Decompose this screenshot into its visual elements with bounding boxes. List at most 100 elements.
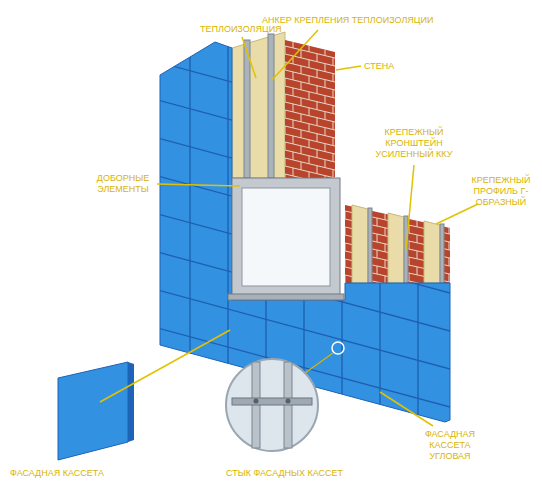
mortar	[285, 30, 335, 42]
mortar	[317, 150, 318, 158]
mortar	[409, 273, 410, 281]
mortar	[293, 136, 294, 144]
part-label: СТЫК ФАСАДНЫХ КАССЕТ	[226, 468, 343, 479]
leader-line	[272, 30, 318, 80]
window-sill	[228, 294, 344, 300]
mortar	[345, 195, 346, 203]
mortar	[333, 122, 334, 130]
mortar	[333, 42, 334, 50]
mortar	[393, 206, 394, 214]
mortar	[301, 50, 302, 58]
cassette	[58, 362, 128, 460]
mortar	[301, 162, 302, 170]
part-label: КРЕПЕЖНЫЙ КРОНШТЕЙН УСИЛЕННЫЙ ККУ	[366, 127, 462, 160]
mortar	[325, 160, 326, 168]
mortar	[385, 212, 386, 220]
mortar	[301, 34, 302, 42]
part-label: КРЕПЕЖНЫЙ ПРОФИЛЬ Г- ОБРАЗНЫЙ	[466, 175, 536, 208]
grid-line	[379, 20, 380, 440]
mortar	[293, 168, 294, 176]
mortar	[449, 258, 450, 266]
grid-line	[150, 288, 460, 372]
leader-line	[380, 392, 433, 426]
insulation	[352, 205, 368, 283]
insulation	[388, 213, 404, 283]
mortar	[441, 216, 442, 224]
part-label: ТЕПЛОИЗОЛЯЦИЯ	[200, 24, 282, 35]
leader-line	[100, 330, 230, 402]
brick-wall	[345, 205, 450, 283]
mortar	[317, 70, 318, 78]
grid-line	[417, 20, 418, 440]
mortar	[285, 110, 286, 118]
mortar	[317, 166, 318, 174]
mortar	[317, 54, 318, 62]
mortar	[325, 144, 326, 152]
mortar	[333, 154, 334, 162]
mortar	[317, 102, 318, 110]
mortar	[345, 243, 346, 251]
mortar	[293, 152, 294, 160]
mortar	[333, 58, 334, 66]
mortar	[377, 250, 378, 258]
part-label: СТЕНА	[364, 61, 394, 72]
insulation	[424, 221, 440, 283]
mortar	[301, 146, 302, 154]
mortar	[293, 72, 294, 80]
mortar	[285, 142, 286, 150]
leader-lines	[100, 30, 478, 426]
mortar	[345, 227, 346, 235]
mortar	[325, 128, 326, 136]
mortar	[285, 158, 286, 166]
leader-line	[242, 37, 256, 78]
part-label: ДОБОРНЫЕ ЭЛЕМЕНТЫ	[92, 173, 154, 195]
mortar	[285, 78, 286, 86]
mortar	[293, 88, 294, 96]
leader-line	[406, 165, 414, 250]
mortar	[333, 138, 334, 146]
profile	[244, 40, 250, 178]
mortar	[377, 202, 378, 210]
mortar	[333, 106, 334, 114]
rivet	[254, 399, 259, 404]
grid-line	[189, 20, 190, 440]
mortar	[325, 96, 326, 104]
mortar	[301, 66, 302, 74]
mortar	[309, 124, 310, 132]
joint-inset	[226, 359, 318, 451]
mortar	[449, 242, 450, 250]
detail-marker	[332, 342, 344, 354]
mortar	[317, 38, 318, 46]
window-frame	[232, 178, 340, 298]
detail-line	[305, 353, 333, 373]
mortar	[325, 80, 326, 88]
mortar	[309, 140, 310, 148]
mortar	[385, 244, 386, 252]
mortar	[333, 170, 334, 178]
mortar	[425, 213, 426, 221]
mortar	[301, 114, 302, 122]
mortar	[417, 219, 418, 227]
grid-line	[341, 20, 342, 440]
mortar	[345, 211, 346, 219]
bracket	[232, 398, 312, 405]
mortar	[301, 130, 302, 138]
mortar	[385, 228, 386, 236]
mortar	[417, 251, 418, 259]
leader-line	[157, 184, 240, 186]
mortar	[377, 234, 378, 242]
mortar	[309, 60, 310, 68]
window-glass	[242, 188, 330, 286]
mortar	[317, 86, 318, 94]
mortar	[309, 44, 310, 52]
mortar	[409, 257, 410, 265]
mortar	[309, 156, 310, 164]
leader-line	[336, 66, 361, 70]
mortar	[417, 267, 418, 275]
profile	[268, 34, 274, 178]
mortar	[285, 46, 286, 54]
insulation	[232, 32, 285, 178]
cladding	[160, 42, 450, 422]
